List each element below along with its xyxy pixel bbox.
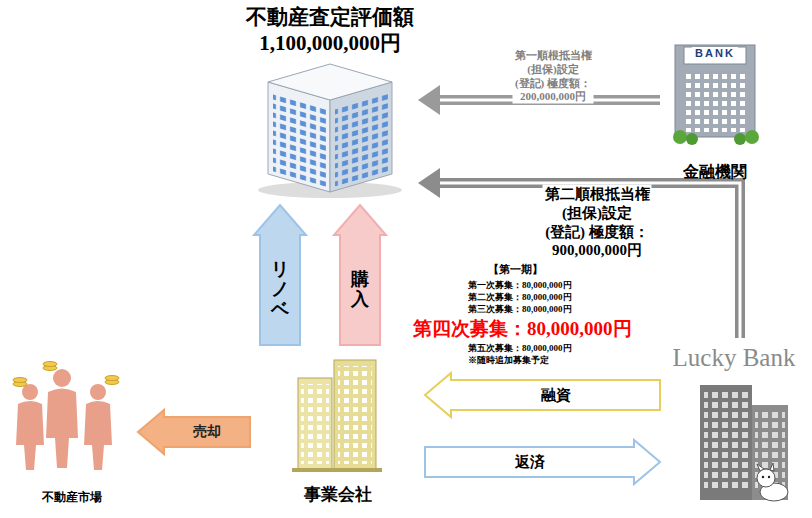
phase-heading: 【第一期】 [488,263,543,277]
market-people [90,384,106,400]
bank-sign: BANK [692,47,738,61]
block-arrow [138,410,250,454]
edge-label: 第一順根抵当権(担保)設定(登記) 極度額：200,000,000円 [513,49,594,104]
round-note: 第一次募集：80,000,000円 [468,280,572,291]
lucky-bank-building [755,410,785,490]
dog-mascot [757,464,764,471]
market-people [13,378,27,383]
dog-mascot [757,463,788,501]
sale-arrow [138,410,250,454]
edge-label: リノベ [271,260,289,319]
market-people [43,362,57,367]
edge-label: 返済 [515,453,545,472]
market-node: 不動産市場 [5,355,138,505]
apartment-building [258,64,402,198]
market-people [13,362,119,387]
arrow-head [418,168,440,198]
bank-icon [673,130,687,144]
purchase-arrow [334,205,386,345]
lucky-bank-building [700,385,752,500]
lucky-bank-building [752,405,788,500]
apartment-building [335,91,388,186]
lucky-bank-building [704,390,748,490]
company-building [338,366,372,464]
company-building [298,378,332,470]
market-people [46,389,78,469]
apartment-building [273,91,326,186]
round-note: 第五次募集：80,000,000円 [468,343,572,354]
lucky-bank-building [700,385,788,500]
bank-icon [686,133,698,145]
dog-mascot [770,463,774,471]
property-building: 不動産査定評価額1,100,000,000円 [242,4,418,200]
company-building [292,360,382,472]
company-building [301,384,329,464]
company-building [292,468,382,472]
dog-mascot [768,476,770,478]
bank-icon [745,130,759,144]
edge-label: 第二順根抵当権(担保)設定(登記) 極度額：900,000,000円 [543,185,652,260]
market-people [84,401,112,470]
node-label: 金融機関 [683,162,747,182]
loan-arrow [425,373,660,417]
apartment-building [330,82,392,192]
market-people [105,376,119,381]
edge-label: 購入 [351,270,369,310]
bank-icon [682,70,748,132]
double-line-outer [438,183,740,338]
market-people [16,401,44,470]
lucky-bank-node: Lucky Bank [660,338,808,508]
block-arrow [425,440,660,484]
edge-label: 売却 [193,423,221,441]
lien-second [418,168,740,338]
double-line-inner [438,183,740,338]
company-building [334,360,376,470]
apartment-building [268,82,330,192]
value-amount: 1,100,000,000円 [259,30,401,56]
arrow-head [418,85,440,115]
dog-mascot [757,469,775,487]
block-arrow [425,373,660,417]
market-people [13,362,119,471]
round-note: 第三次募集：80,000,000円 [468,304,572,315]
apartment-building [335,91,388,186]
node-label: 事業会社 [304,484,372,505]
dog-mascot [762,476,764,478]
bank-icon [734,133,746,145]
logo-text: Lucky Bank [673,342,796,373]
block-arrow [334,205,386,345]
node-label: 不動産市場 [42,490,102,505]
edge-label: 融資 [541,386,571,405]
bank-icon [675,45,755,137]
company-node: 事業会社 [250,345,425,505]
repayment-arrow [425,440,660,484]
value-title: 不動産査定評価額 [246,4,414,30]
bank-icon [684,47,746,64]
bank-icon [673,45,759,145]
bank-node: BANK 金融機関 [660,40,770,182]
apartment-building [273,91,326,186]
block-arrow [254,205,306,345]
round-note: ※随時追加募集予定 [468,355,549,366]
market-people [53,369,71,387]
current-round: 第四次募集：80,000,000円 [413,317,632,341]
renovation-arrow [254,205,306,345]
round-note: 第二次募集：80,000,000円 [468,292,572,303]
apartment-building [268,64,392,100]
